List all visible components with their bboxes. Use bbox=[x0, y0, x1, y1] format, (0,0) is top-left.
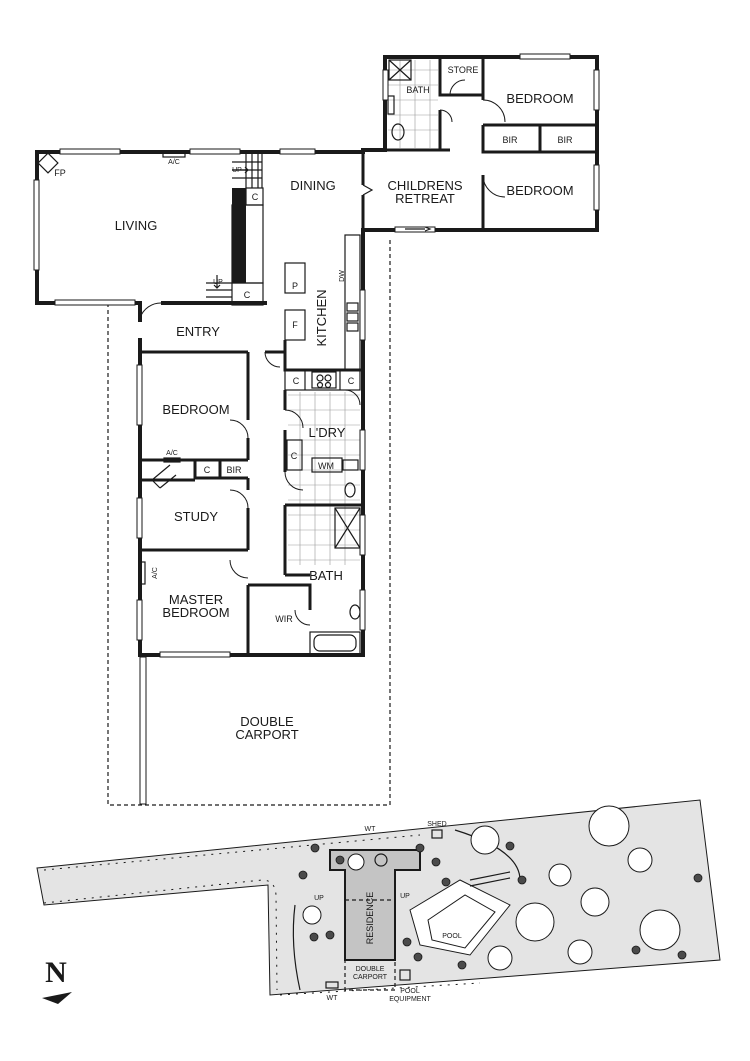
site-label: EQUIPMENT bbox=[389, 996, 431, 1003]
room-label: KITCHEN bbox=[314, 289, 329, 346]
fixture-label: UP bbox=[232, 167, 242, 174]
room-label: STUDY bbox=[174, 509, 218, 524]
shrubs bbox=[298, 841, 703, 970]
room-label: WIR bbox=[275, 614, 293, 624]
carport-outline bbox=[107, 240, 391, 806]
ne-wing bbox=[382, 53, 600, 232]
site-label: POOL bbox=[442, 933, 462, 940]
site-label: CARPORT bbox=[353, 974, 388, 981]
residence-footprint bbox=[329, 849, 421, 961]
room-label: STORE bbox=[448, 65, 479, 75]
fixture-label: WM bbox=[318, 461, 334, 471]
site-carport bbox=[344, 899, 396, 991]
fixture-label: UP bbox=[213, 279, 223, 286]
fixture-label: DW bbox=[339, 270, 346, 282]
fixture-label: C bbox=[252, 192, 259, 202]
room-label: BEDROOM bbox=[506, 183, 573, 198]
fixture-label: A/C bbox=[168, 159, 180, 166]
room-label: BEDROOM bbox=[162, 605, 229, 620]
room-label: DOUBLE bbox=[240, 714, 294, 729]
room-label: BIR bbox=[557, 135, 573, 145]
house-plan: BATH STORE BEDROOM BIR BIR BEDROOM CHILD… bbox=[33, 53, 600, 806]
room-label: CARPORT bbox=[235, 727, 298, 742]
fixture-label: C bbox=[204, 465, 211, 475]
fence bbox=[43, 834, 481, 996]
trees bbox=[302, 805, 681, 971]
fixture-label: C bbox=[348, 376, 355, 386]
room-label: BEDROOM bbox=[506, 91, 573, 106]
room-label: RETREAT bbox=[395, 191, 455, 206]
room-label: L'DRY bbox=[309, 425, 346, 440]
room-label: CHILDRENS bbox=[387, 178, 462, 193]
north-arrow-icon: N bbox=[42, 956, 72, 1004]
living-block bbox=[33, 148, 365, 306]
fixture-label: C bbox=[244, 290, 251, 300]
fixture-label: BIR bbox=[226, 465, 242, 475]
north-label: N bbox=[45, 956, 67, 989]
retreat-dining bbox=[361, 148, 485, 233]
fixture-label: P bbox=[292, 281, 298, 291]
site-label: SHED bbox=[427, 821, 446, 828]
room-label: LIVING bbox=[115, 218, 158, 233]
carport-post bbox=[139, 656, 147, 805]
room-label: ENTRY bbox=[176, 324, 220, 339]
fixture-label: A/C bbox=[166, 450, 178, 457]
site-plan: WT SHED UP UP RESIDENCE POOL DOUBLE CARP… bbox=[36, 799, 721, 1003]
fixture-label: FP bbox=[54, 168, 66, 178]
site-label: UP bbox=[400, 893, 410, 900]
site-label: POOL bbox=[400, 988, 420, 995]
site-label: WT bbox=[365, 826, 377, 833]
fixture-label: C bbox=[291, 451, 298, 461]
room-label: BIR bbox=[502, 135, 518, 145]
room-label: BEDROOM bbox=[162, 402, 229, 417]
site-label: DOUBLE bbox=[356, 966, 385, 973]
wet-areas bbox=[283, 389, 366, 655]
room-label: MASTER bbox=[169, 592, 223, 607]
room-label: BATH bbox=[309, 568, 343, 583]
fixture-label: C bbox=[293, 376, 300, 386]
site-label: WT bbox=[327, 995, 339, 1002]
west-wing bbox=[136, 301, 365, 658]
fixture-label: FP bbox=[235, 235, 244, 242]
fixture-label: A/C bbox=[152, 567, 159, 579]
bath-upper-tiles bbox=[388, 60, 438, 148]
room-label: DINING bbox=[290, 178, 336, 193]
pool-area bbox=[409, 871, 511, 956]
fixture-label: F bbox=[292, 320, 298, 330]
site-label: UP bbox=[314, 895, 324, 902]
room-label: BATH bbox=[406, 85, 429, 95]
site-label: RESIDENCE bbox=[365, 892, 375, 945]
